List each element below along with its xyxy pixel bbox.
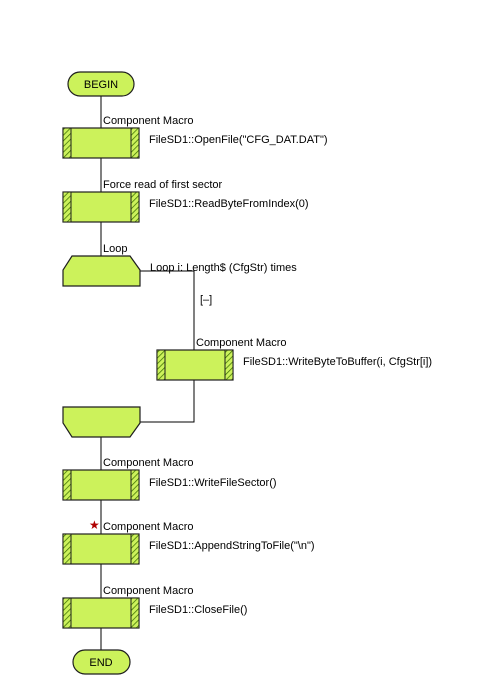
- macro-call-text: FileSD1::ReadByteFromIndex(0): [149, 198, 309, 210]
- macro-hatch-right: [130, 469, 140, 501]
- macro-call-text: FileSD1::OpenFile("CFG_DAT.DAT"): [149, 134, 328, 146]
- macro-block-closefile[interactable]: Component Macro FileSD1::CloseFile(): [62, 585, 247, 629]
- macro-hatch-right: [130, 597, 140, 629]
- macro-hatch-left: [62, 469, 72, 501]
- begin-terminator[interactable]: BEGIN: [67, 71, 135, 97]
- macro-block-openfile[interactable]: Component Macro FileSD1::OpenFile("CFG_D…: [62, 115, 328, 159]
- macro-hatch-left: [62, 127, 72, 159]
- macro-hatch-right: [224, 349, 234, 381]
- macro-hatch-right: [130, 191, 140, 223]
- macro-call-text: FileSD1::WriteFileSector(): [149, 477, 277, 489]
- macro-block-writefilesector[interactable]: Component Macro FileSD1::WriteFileSector…: [62, 457, 277, 501]
- macro-call-text: FileSD1::WriteByteToBuffer(i, CfgStr[i]): [243, 356, 432, 368]
- macro-block-appendstringtofile[interactable]: ★ Component Macro FileSD1::AppendStringT…: [62, 518, 315, 565]
- macro-block-readbyte[interactable]: Force read of first sector FileSD1::Read…: [62, 179, 309, 223]
- macro-label: Component Macro: [196, 337, 287, 349]
- loop-end-block[interactable]: [62, 406, 141, 438]
- loop-collapse-toggle[interactable]: [–]: [200, 294, 212, 306]
- begin-label: BEGIN: [84, 79, 118, 91]
- macro-hatch-left: [62, 533, 72, 565]
- macro-label: Component Macro: [103, 115, 194, 127]
- connector-lines: [100, 96, 195, 650]
- macro-hatch-right: [130, 533, 140, 565]
- macro-label: Component Macro: [103, 457, 194, 469]
- loop-start-block[interactable]: Loop Loop i: Length$ (CfgStr) times [–]: [62, 243, 297, 306]
- macro-call-text: FileSD1::CloseFile(): [149, 604, 247, 616]
- end-terminator[interactable]: END: [72, 649, 131, 675]
- end-label: END: [89, 657, 112, 669]
- bookmark-star-icon: ★: [89, 518, 100, 532]
- macro-label: Force read of first sector: [103, 179, 223, 191]
- macro-hatch-left: [156, 349, 166, 381]
- macro-hatch-left: [62, 597, 72, 629]
- macro-label: Component Macro: [103, 521, 194, 533]
- loop-label: Loop: [103, 243, 127, 255]
- macro-call-text: FileSD1::AppendStringToFile("\n"): [149, 540, 315, 552]
- loop-condition-text: Loop i: Length$ (CfgStr) times: [150, 262, 297, 274]
- macro-block-writebytetobuffer[interactable]: Component Macro FileSD1::WriteByteToBuff…: [156, 337, 432, 381]
- macro-hatch-left: [62, 191, 72, 223]
- macro-hatch-right: [130, 127, 140, 159]
- macro-label: Component Macro: [103, 585, 194, 597]
